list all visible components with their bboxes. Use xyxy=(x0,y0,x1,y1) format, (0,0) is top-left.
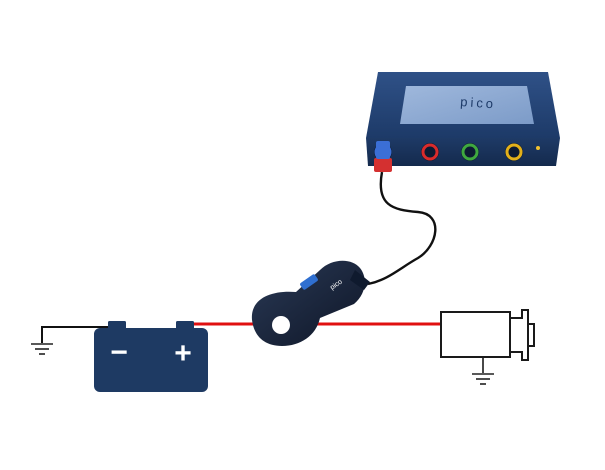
ground-icon xyxy=(31,343,53,355)
battery-icon: − + xyxy=(94,321,208,392)
probe-connector xyxy=(374,141,392,172)
oscilloscope-icon: pico xyxy=(366,72,560,172)
current-clamp-icon: pico xyxy=(251,260,370,346)
ground-icon-right xyxy=(472,373,494,385)
battery-negative-label: − xyxy=(110,336,128,369)
ground-wire-left xyxy=(41,326,110,343)
scope-channel-d xyxy=(505,143,523,161)
scope-channel-b xyxy=(421,143,439,161)
starter-motor-icon xyxy=(440,309,535,373)
scope-brand: pico xyxy=(460,94,497,111)
probe-cable xyxy=(367,171,437,286)
battery-positive-label: + xyxy=(174,337,192,370)
scope-channel-c xyxy=(461,143,479,161)
